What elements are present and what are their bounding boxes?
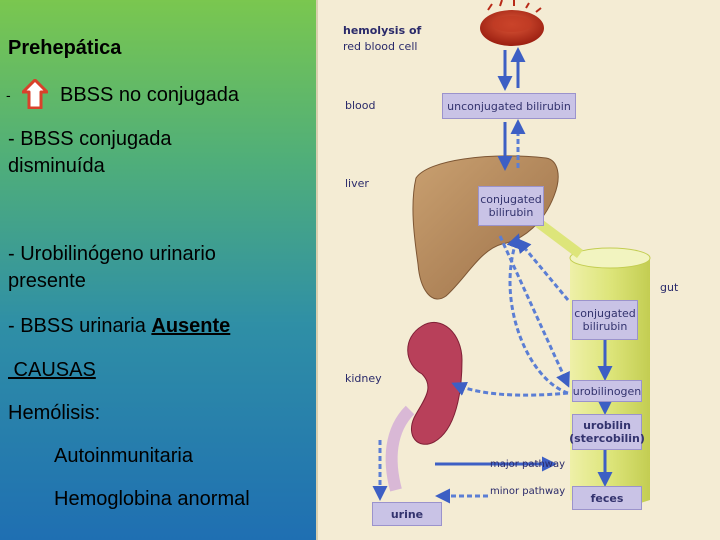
label-minor-pathway: minor pathway: [490, 486, 566, 497]
item-bbss-conjugada: - BBSS conjugada: [8, 128, 172, 150]
box-conjugated-bilirubin-gut: conjugated bilirubin: [572, 300, 638, 340]
item-bbss-no-conjugada: BBSS no conjugada: [60, 84, 240, 106]
label-blood: blood: [345, 99, 376, 112]
left-text-panel: Prehepática - BBSS no conjugada - BBSS c…: [0, 0, 318, 540]
item-urobilinogeno: - Urobilinógeno urinario: [8, 243, 216, 265]
box-conjugated-gut-line2: bilirubin: [582, 320, 628, 333]
item-urobilinogeno-cont: presente: [8, 270, 86, 292]
box-urobilin-line1: urobilin: [583, 419, 631, 432]
box-unconjugated-bilirubin: unconjugated bilirubin: [442, 93, 576, 119]
minor-arrows: [372, 119, 570, 504]
label-hemolysis-line2: red blood cell: [343, 40, 418, 53]
up-arrow-icon: [22, 79, 48, 109]
item-bbss-urinaria-emph: Ausente: [151, 315, 231, 337]
label-liver: liver: [345, 177, 369, 190]
box-feces: feces: [572, 486, 642, 510]
major-arrows: [435, 47, 613, 487]
box-urobilin-line2: (stercobilin): [569, 432, 645, 445]
box-urobilin: urobilin (stercobilin): [569, 414, 645, 450]
box-urine: urine: [372, 502, 442, 526]
cause-heading: Hemólisis:: [8, 402, 101, 424]
causes-title: CAUSAS: [8, 359, 96, 381]
item-bbss-urinaria: - BBSS urinaria Ausente: [8, 314, 230, 338]
cause-autoinmunitaria: Autoinmunitaria: [54, 445, 193, 467]
label-hemolysis-line1: hemolysis of: [343, 24, 422, 37]
dash: -: [6, 87, 11, 103]
cause-hemoglobina: Hemoglobina anormal: [54, 488, 250, 510]
bilirubin-diagram: hemolysis of red blood cell blood liver …: [316, 0, 720, 540]
box-conjugated-liver-line2: bilirubin: [488, 206, 534, 219]
title: Prehepática: [8, 37, 122, 59]
item-bbss-conjugada-cont: disminuída: [8, 155, 105, 177]
gut-shape: [569, 247, 651, 507]
item-bbss-urinaria-prefix: - BBSS urinaria: [8, 315, 152, 337]
box-conjugated-liver-line1: conjugated: [480, 193, 542, 206]
kidney-shape: [407, 321, 463, 445]
box-urobilinogen: urobilinogen: [572, 380, 642, 402]
ureter: [385, 405, 415, 492]
label-major-pathway: major pathway: [490, 459, 566, 470]
box-conjugated-gut-line1: conjugated: [574, 307, 636, 320]
label-kidney: kidney: [345, 372, 382, 385]
red-blood-cell-shape: [480, 0, 544, 46]
label-gut: gut: [660, 281, 679, 294]
box-conjugated-bilirubin-liver: conjugated bilirubin: [478, 186, 544, 226]
